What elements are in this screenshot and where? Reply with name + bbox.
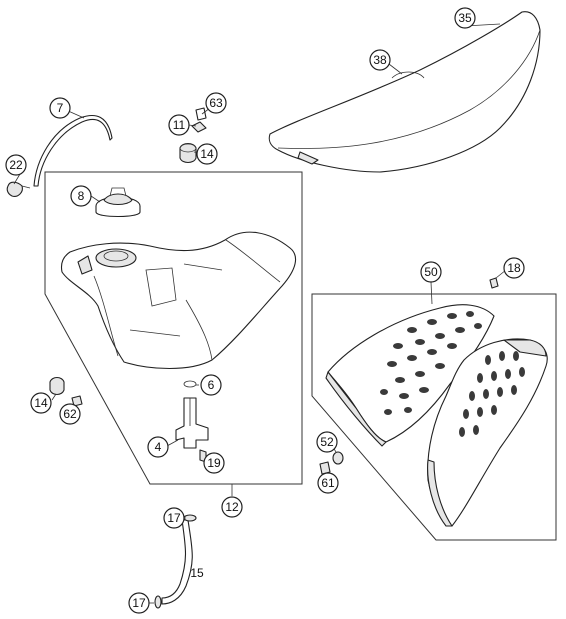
callout-38-label: 38 [373,53,387,67]
callout-15-label: 15 [190,566,204,580]
bolt-18-part [489,277,499,289]
bolt-parts-right [319,451,344,475]
callout-12-label: 12 [225,500,239,514]
callout-7: 7 [49,97,71,119]
callout-6-label: 6 [208,378,215,392]
callout-17-bottom: 17 [128,592,150,614]
bolt-parts-left [49,376,83,407]
callout-11-label: 11 [173,118,186,132]
callout-14-left: 14 [30,392,52,414]
callout-17-top-label: 17 [167,511,181,525]
callout-50: 50 [420,261,442,283]
fuel-tap-part [175,380,209,463]
callout-62: 62 [59,403,81,425]
callout-17-bottom-label: 17 [132,596,146,610]
side-cover-right-part [427,338,548,527]
bolt-parts-top [179,107,207,164]
callout-12: 12 [221,496,243,518]
callout-61-label: 61 [321,476,335,490]
callout-14-left-label: 14 [34,396,48,410]
callout-8: 8 [70,185,92,207]
callout-8-label: 8 [78,189,85,203]
callout-19-label: 19 [207,456,221,470]
vent-hose-part [6,114,113,197]
callout-35: 35 [454,7,476,29]
callout-11: 11 [168,114,190,136]
fuel-tank-part [60,231,297,370]
callout-50-label: 50 [424,265,438,279]
side-cover-left-part [325,304,495,447]
callout-15: 15 [190,566,204,580]
callout-14-top-label: 14 [200,147,214,161]
callout-52-label: 52 [320,435,334,449]
callout-6: 6 [200,374,222,396]
tank-group-frame [44,171,303,485]
callout-62-label: 62 [63,407,77,421]
callout-4-label: 4 [155,440,162,454]
fuel-cap-part [95,187,141,218]
vent-holes-left [380,311,482,415]
seat-part [268,11,541,173]
callout-7-label: 7 [57,101,64,115]
callout-38: 38 [369,49,391,71]
callout-35-label: 35 [458,11,472,25]
callout-63: 63 [205,92,227,114]
callout-14-top: 14 [196,143,218,165]
callout-18: 18 [503,257,525,279]
side-cover-frame [311,293,557,541]
callout-63-label: 63 [209,96,223,110]
vent-holes-right [459,351,525,437]
fuel-line-part [154,514,197,609]
callout-61: 61 [317,472,339,494]
callout-19: 19 [203,452,225,474]
callout-17-top: 17 [163,507,185,529]
callout-52: 52 [316,431,338,453]
callout-4: 4 [147,436,169,458]
callout-18-label: 18 [507,261,521,275]
callout-22-label: 22 [9,158,23,172]
callout-22: 22 [5,154,27,176]
